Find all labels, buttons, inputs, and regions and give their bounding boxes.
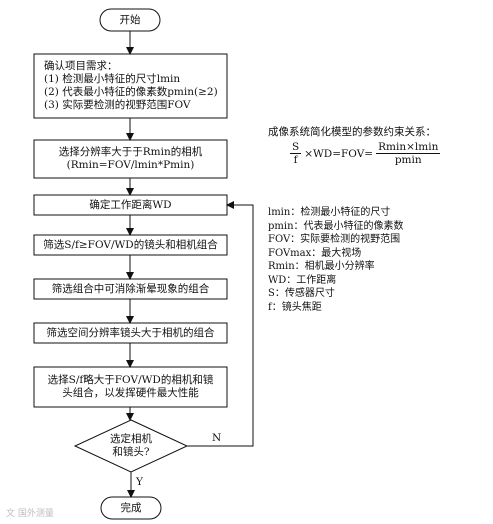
yes-branch-label: Y: [136, 476, 143, 488]
requirement-item-3: (3) 实际要检测的视野范围FOV: [44, 99, 191, 111]
legend-item: S：传感器尺寸: [268, 288, 335, 299]
formula-rhs-num: Rmin×lmin: [376, 141, 441, 154]
decision-line2: 和镜头?: [112, 446, 150, 458]
requirements-text: 确认项目需求： (1) 检测最小特征的尺寸lmin (2) 代表最小特征的像素数…: [34, 54, 227, 118]
select-camera-line2: (Rmin=FOV/lmin*Pmin): [66, 159, 195, 171]
select-final-text: 选择S/f略大于FOV/WD的相机和镜 头组合，以发挥硬件最大性能: [34, 367, 227, 407]
select-camera-text: 选择分辨率大于于Rmin的相机 (Rmin=FOV/lmin*Pmin): [34, 140, 227, 178]
legend-item: pmin：代表最小特征的像素数: [268, 220, 404, 232]
legend-item: FOV：实际要检测的视野范围: [268, 234, 401, 245]
formula-lhs-fraction: S f: [290, 141, 302, 166]
no-branch-label: N: [212, 432, 222, 444]
requirements-title: 确认项目需求：: [44, 60, 118, 72]
watermark: 文 国外测量: [6, 509, 54, 519]
symbol-legend: lmin：检测最小特征的尺寸 pmin：代表最小特征的像素数 FOV：实际要检测…: [268, 206, 404, 314]
formula-middle: ×WD=FOV=: [304, 147, 374, 160]
decision-text: 选定相机 和镜头?: [95, 433, 167, 459]
select-camera-line1: 选择分辨率大于于Rmin的相机: [58, 146, 203, 158]
select-final-line2: 头组合，以发挥硬件最大性能: [62, 387, 199, 399]
filter-resolution-text: 筛选空间分辨率镜头大于相机的组合: [46, 326, 215, 339]
requirement-item-2: (2) 代表最小特征的像素数pmin(≥2): [44, 86, 218, 98]
filter-lens-text: 筛选S/f≥FOV/WD的镜头和相机组合: [43, 238, 218, 251]
formula-lhs-num: S: [290, 141, 302, 154]
formula-rhs-fraction: Rmin×lmin pmin: [376, 141, 441, 166]
decision-line1: 选定相机: [110, 433, 152, 445]
legend-item: f：镜头焦距: [268, 301, 322, 313]
end-label: 完成: [120, 501, 142, 514]
formula: S f ×WD=FOV= Rmin×lmin pmin: [290, 141, 441, 166]
select-final-line1: 选择S/f略大于FOV/WD的相机和镜: [47, 374, 214, 386]
requirement-item-1: (1) 检测最小特征的尺寸lmin: [44, 73, 181, 85]
legend-item: lmin：检测最小特征的尺寸: [268, 207, 391, 218]
legend-item: Rmin：相机最小分辨率: [268, 261, 375, 272]
legend-item: WD：工作距离: [268, 274, 337, 286]
work-distance-text: 确定工作距离WD: [89, 198, 172, 211]
filter-vignette-text: 筛选组合中可消除渐晕现象的组合: [51, 282, 210, 295]
start-label: 开始: [119, 13, 141, 26]
formula-rhs-den: pmin: [394, 154, 422, 166]
formula-title: 成像系统简化模型的参数约束关系：: [268, 126, 436, 138]
formula-lhs-den: f: [293, 154, 298, 166]
legend-item: FOVmax：最大视场: [268, 247, 362, 259]
